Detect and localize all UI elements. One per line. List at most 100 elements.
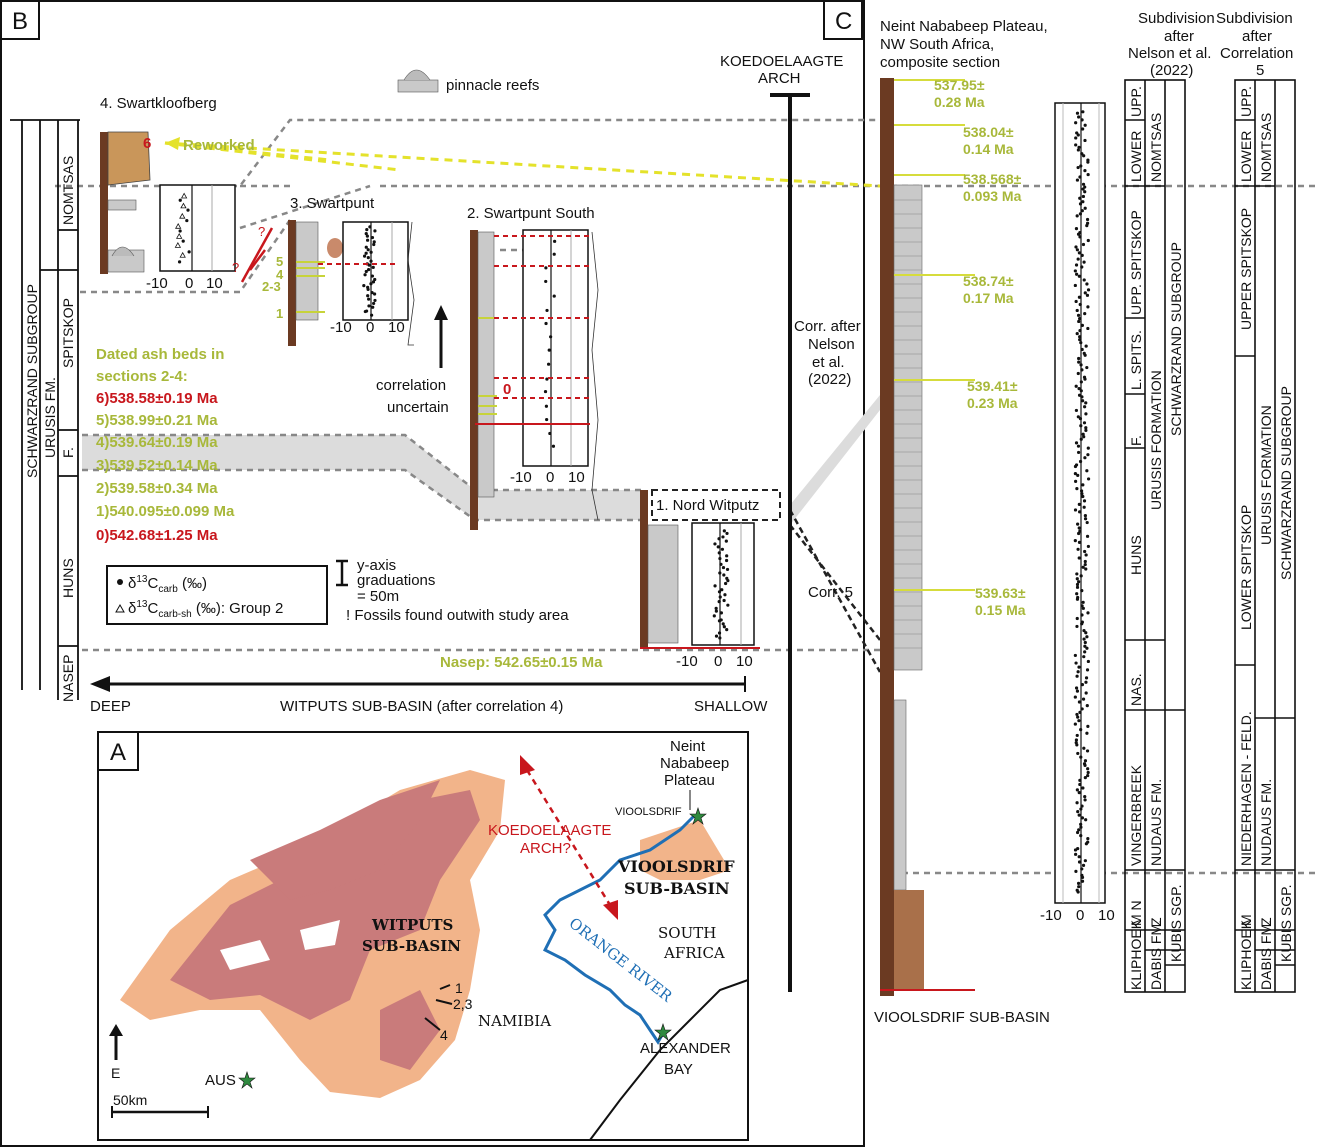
coastline — [589, 979, 749, 1141]
isotope-point — [1075, 572, 1079, 576]
isotope-point — [1079, 437, 1083, 441]
isotope-point — [362, 284, 366, 288]
isotope-point — [1085, 282, 1089, 286]
isotope-point — [549, 335, 553, 339]
section-4-points — [174, 192, 191, 264]
isotope-point — [713, 584, 717, 588]
isotope-point — [1078, 338, 1082, 342]
isotope-point — [1079, 825, 1083, 829]
map-vioolsdrif-town: VIOOLSDRIF — [615, 806, 682, 818]
isotope-point — [1080, 622, 1084, 626]
isotope-point — [1075, 733, 1079, 738]
isotope-point — [547, 348, 551, 352]
nelson-kubis: KUBIS SGP. — [1168, 884, 1184, 962]
isotope-point — [371, 305, 375, 309]
c5-niederhagen: NIEDERHAGEN - FELD. — [1238, 711, 1254, 866]
isotope-point — [367, 297, 371, 301]
isotope-point — [1086, 767, 1090, 771]
section-3-points — [362, 225, 377, 317]
c5-lower: LOWER — [1238, 131, 1254, 182]
isotope-point — [366, 287, 370, 292]
isotope-point — [366, 255, 370, 260]
isotope-point — [1086, 288, 1091, 292]
isotope-point — [1078, 202, 1083, 206]
s3-bed-4: 4 — [276, 267, 284, 282]
isotope-point — [720, 588, 724, 592]
isotope-point — [372, 292, 377, 296]
isotope-point — [1074, 227, 1079, 231]
isotope-point — [1083, 640, 1087, 645]
isotope-point — [1075, 592, 1079, 596]
ash-title-2: sections 2-4: — [96, 368, 188, 385]
isotope-point — [545, 377, 549, 381]
isotope-point — [1077, 115, 1081, 119]
map-witputs-1: WITPUTS — [371, 916, 453, 934]
isotope-point — [1077, 580, 1081, 584]
isotope-point — [1085, 293, 1090, 297]
isotope-point — [545, 308, 549, 313]
corr5-h3: Correlation — [1220, 45, 1293, 62]
arch-label-2: ARCH — [758, 70, 801, 87]
isotope-point — [1083, 377, 1087, 381]
isotope-point — [544, 404, 549, 408]
isotope-point — [1080, 347, 1084, 352]
map-vsb-1: VIOOLSDRIF — [617, 857, 735, 876]
section-2-column — [470, 230, 497, 530]
nelson-f: F. — [1128, 435, 1144, 446]
section-3-triangles — [407, 221, 415, 346]
yaxis-scale-bar — [336, 559, 348, 587]
alexander-star — [654, 1023, 672, 1041]
isotope-point — [370, 291, 374, 295]
isotope-point — [1078, 510, 1082, 514]
isotope-point — [553, 239, 557, 243]
isotope-point — [1084, 553, 1088, 557]
isotope-point — [1075, 830, 1080, 835]
isotope-point — [717, 590, 722, 594]
isotope-point — [1076, 371, 1080, 376]
section-3-column — [288, 220, 343, 346]
isotope-point — [1082, 278, 1086, 282]
isotope-point — [1081, 494, 1085, 499]
isotope-point — [1075, 214, 1079, 218]
isotope-point — [1079, 164, 1083, 168]
isotope-point — [1084, 344, 1088, 348]
section-4-column — [100, 131, 151, 274]
isotope-point — [1075, 487, 1079, 491]
carb-legend: δ13Ccarb (‰) — [128, 574, 207, 595]
isotope-point — [1078, 335, 1082, 339]
isotope-point — [1083, 549, 1087, 554]
isotope-point — [1083, 312, 1087, 316]
carb-dot — [117, 579, 123, 585]
isotope-point — [1074, 136, 1078, 140]
isotope-point — [1073, 653, 1077, 658]
c5-m: M — [1238, 914, 1254, 926]
isotope-point — [364, 251, 368, 255]
isotope-point — [718, 595, 722, 599]
isotope-point — [1075, 712, 1079, 717]
neint-h3: composite section — [880, 54, 1000, 71]
section-1-points — [712, 529, 730, 640]
isotope-point — [1080, 492, 1084, 496]
fault-symbol — [240, 227, 274, 283]
panel-c-label-box — [823, 0, 863, 40]
isotope-point — [185, 218, 189, 223]
isotope-point — [1078, 175, 1082, 179]
isotope-point — [1078, 196, 1082, 200]
isotope-point — [1076, 444, 1081, 448]
isotope-point — [548, 431, 552, 436]
isotope-point — [175, 222, 182, 229]
panel-b-label-box — [0, 0, 40, 40]
c5-nudaus: NUDAUS FM. — [1258, 779, 1274, 866]
neint-h1: Neint Nababeep Plateau, — [880, 18, 1048, 35]
map-sa-1: SOUTH — [658, 924, 716, 942]
isotope-point — [1074, 143, 1078, 147]
isotope-point — [1085, 520, 1089, 525]
corr-nelson-4: (2022) — [808, 371, 851, 388]
nelson-l-spits: L. SPITS. — [1128, 330, 1144, 390]
isotope-point — [1079, 728, 1083, 732]
isotope-point — [371, 265, 375, 269]
section-1-title-box — [651, 489, 781, 521]
isotope-point — [1075, 801, 1079, 805]
isotope-point — [1076, 522, 1080, 526]
